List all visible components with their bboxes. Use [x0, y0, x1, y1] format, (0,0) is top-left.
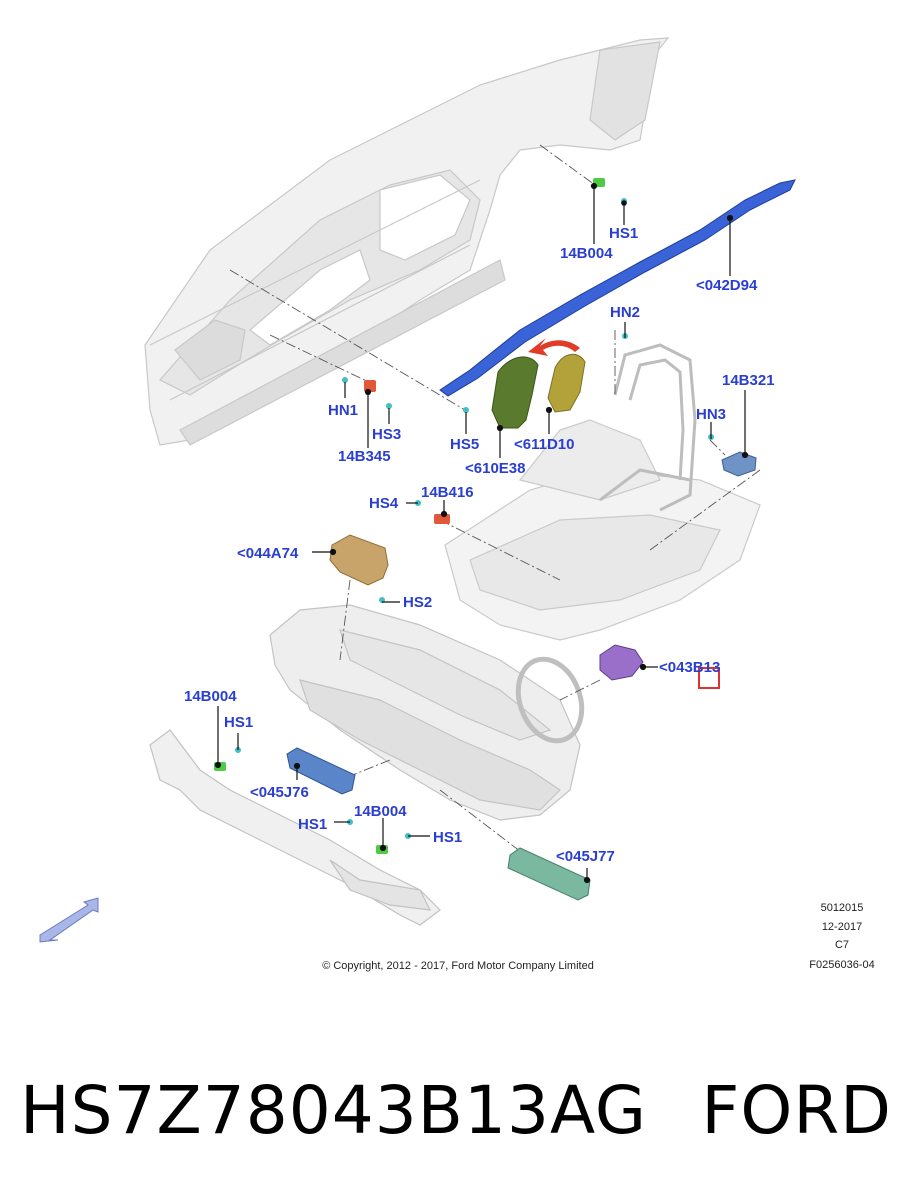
- seat-frame: [599, 343, 697, 512]
- callout-043b13: <043B13: [659, 659, 720, 676]
- callout-hn3: HN3: [696, 406, 726, 423]
- sensor-14b321: [721, 451, 757, 477]
- fastener-hn1: [342, 377, 348, 383]
- callout-hs1-top: HS1: [609, 225, 638, 242]
- callout-14b004-bottom: 14B004: [354, 803, 407, 820]
- highlight-box: [698, 667, 720, 689]
- part-caption: HS7Z78043B13AG FORD: [0, 1040, 912, 1180]
- meta-line-4: F0256036-04: [809, 959, 874, 971]
- callout-14b321: 14B321: [722, 372, 775, 389]
- callout-045j76: <045J76: [250, 784, 309, 801]
- orientation-arrow-icon: [39, 897, 99, 943]
- airbag-exploded-diagram: HS1 14B004 <042D94 HN2 14B321 HN3 HN1 HS…: [39, 37, 875, 972]
- driver-airbag-module: [599, 644, 644, 681]
- curtain-airbag: [439, 179, 796, 397]
- clip-14b416: [434, 514, 450, 524]
- callout-hs3: HS3: [372, 426, 401, 443]
- part-number: HS7Z78043B13AG: [20, 1071, 648, 1149]
- direction-arrow: [528, 338, 580, 356]
- callout-044a74: <044A74: [237, 545, 299, 562]
- cross-car-beam: [149, 729, 441, 926]
- clip-14b345: [364, 380, 376, 392]
- callout-hs2: HS2: [403, 594, 432, 611]
- seat-airbag-right: [547, 353, 586, 413]
- fastener-hs3: [386, 403, 392, 409]
- callout-14b004-top: 14B004: [560, 245, 613, 262]
- floor-pan: [444, 419, 761, 641]
- copyright-notice: © Copyright, 2012 - 2017, Ford Motor Com…: [322, 960, 594, 972]
- callout-hs4: HS4: [369, 495, 399, 512]
- callout-610e38: <610E38: [465, 460, 525, 477]
- callout-611d10: <611D10: [514, 436, 574, 453]
- body-side-panel: [144, 37, 670, 446]
- callout-leaders: [214, 182, 749, 884]
- knee-airbag-driver: [286, 747, 356, 795]
- meta-line-3: C7: [835, 939, 849, 951]
- instrument-panel: [269, 604, 581, 821]
- steering-wheel: [515, 656, 585, 744]
- callout-hs5: HS5: [450, 436, 479, 453]
- callout-045j77: <045J77: [556, 848, 615, 865]
- seat-airbag-left: [491, 356, 539, 429]
- callout-hn1: HN1: [328, 402, 358, 419]
- meta-line-2: 12-2017: [822, 921, 862, 933]
- callout-14b416: 14B416: [421, 484, 474, 501]
- callout-042d94: <042D94: [696, 277, 758, 294]
- passenger-airbag-module: [329, 534, 389, 586]
- brand-name: FORD: [701, 1071, 892, 1149]
- meta-line-1: 5012015: [821, 902, 864, 914]
- callout-14b345: 14B345: [338, 448, 391, 465]
- lower-airbag: [507, 847, 591, 901]
- callout-hs1-bottom-left: HS1: [298, 816, 327, 833]
- callout-hs1-left: HS1: [224, 714, 253, 731]
- callout-hs1-bottom-right: HS1: [433, 829, 462, 846]
- fastener-hs5: [463, 407, 469, 413]
- callout-hn2: HN2: [610, 304, 640, 321]
- callout-14b004-left: 14B004: [184, 688, 237, 705]
- leader-lines: [229, 144, 761, 856]
